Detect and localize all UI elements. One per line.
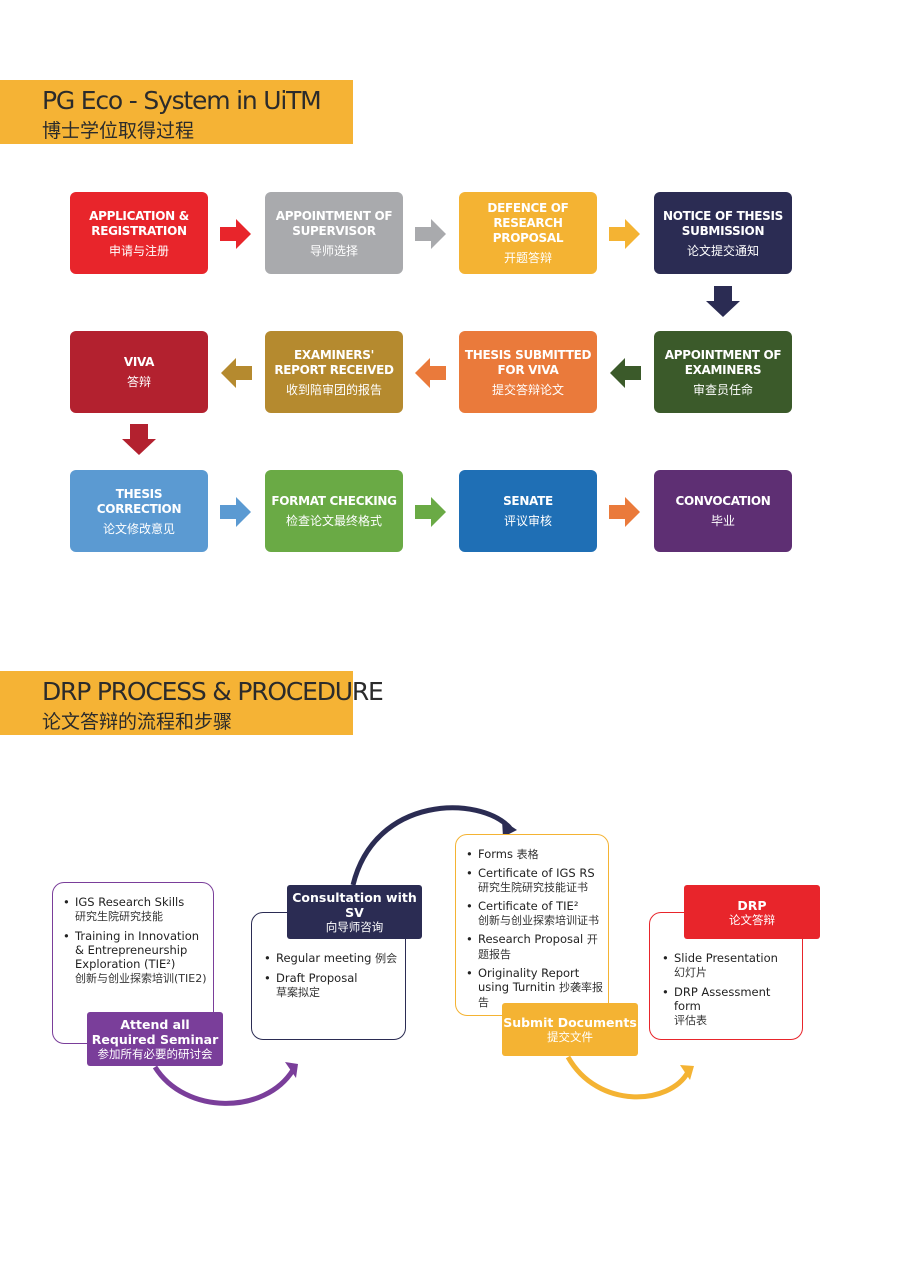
documents-panel: Forms 表格 Certificate of IGS RS研究生院研究技能证书… bbox=[455, 834, 609, 1016]
step-label: NOTICE OF THESIS SUBMISSION bbox=[662, 208, 784, 238]
seminar-label: Attend all Required Seminar 参加所有必要的研讨会 bbox=[87, 1012, 223, 1066]
arrow-right-icon bbox=[220, 497, 251, 527]
step-label: APPOINTMENT OF EXAMINERS bbox=[664, 347, 782, 377]
arrow-down-icon bbox=[706, 286, 740, 317]
step-label-zh: 开题答辩 bbox=[503, 251, 552, 265]
section1-title: PG Eco - System in UiTM bbox=[42, 86, 322, 115]
step-label: DEFENCE OF RESEARCH PROPOSAL bbox=[487, 201, 569, 245]
step-label: FORMAT CHECKING bbox=[271, 494, 397, 508]
curve-arrowhead-icon bbox=[680, 1065, 694, 1080]
drp-label: DRP 论文答辩 bbox=[684, 885, 820, 939]
section1-subtitle: 博士学位取得过程 bbox=[42, 120, 195, 142]
section1-banner: PG Eco - System in UiTM 博士学位取得过程 bbox=[0, 80, 353, 144]
step-format-checking: FORMAT CHECKING 检查论文最终格式 bbox=[265, 470, 403, 552]
step-label-zh: 审查员任命 bbox=[692, 382, 753, 397]
drp-connectors bbox=[152, 805, 694, 1106]
documents-item: Forms 表格 bbox=[464, 847, 604, 862]
seminar-item: Training in Innovation & Entrepreneurshi… bbox=[61, 929, 207, 986]
step-label-zh: 毕业 bbox=[710, 514, 735, 528]
section2-subtitle: 论文答辩的流程和步骤 bbox=[42, 711, 233, 733]
step-examiners: APPOINTMENT OF EXAMINERS 审查员任命 bbox=[654, 331, 792, 413]
step-examiners-report: EXAMINERS' REPORT RECEIVED 收到陪审团的报告 bbox=[265, 331, 403, 413]
step-label: APPLICATION & REGISTRATION bbox=[89, 208, 189, 238]
step-thesis-submitted: THESIS SUBMITTED FOR VIVA 提交答辩论文 bbox=[459, 331, 597, 413]
curve-arrow-yellow bbox=[565, 1055, 691, 1100]
arrow-left-icon bbox=[415, 358, 446, 388]
documents-item: Research Proposal 开题报告 bbox=[464, 932, 604, 962]
arrow-right-icon bbox=[220, 219, 251, 249]
arrow-right-icon bbox=[609, 497, 640, 527]
step-label-zh: 评议审核 bbox=[503, 514, 552, 528]
step-label: SENATE bbox=[503, 494, 553, 508]
step-defence: DEFENCE OF RESEARCH PROPOSAL 开题答辩 bbox=[459, 192, 597, 274]
step-label-zh: 提交答辩论文 bbox=[491, 382, 564, 397]
step-viva: VIVA 答辩 bbox=[70, 331, 208, 413]
curve-arrowhead-icon bbox=[285, 1062, 298, 1078]
step-label-zh: 答辩 bbox=[126, 375, 151, 389]
step-label: CONVOCATION bbox=[675, 494, 771, 508]
arrow-down-icon bbox=[122, 424, 156, 455]
step-label-zh: 检查论文最终格式 bbox=[285, 514, 382, 528]
consultation-item: Regular meeting 例会 bbox=[262, 951, 399, 966]
step-thesis-correction: THESIS CORRECTION 论文修改意见 bbox=[70, 470, 208, 552]
step-label-zh: 论文提交通知 bbox=[686, 243, 759, 258]
arrow-left-icon bbox=[221, 358, 252, 388]
step-label-zh: 收到陪审团的报告 bbox=[285, 382, 382, 397]
step-label-zh: 申请与注册 bbox=[108, 243, 169, 258]
step-label-zh: 论文修改意见 bbox=[102, 521, 175, 536]
step-label: APPOINTMENT OF SUPERVISOR bbox=[275, 208, 393, 238]
step-senate: SENATE 评议审核 bbox=[459, 470, 597, 552]
arrow-right-icon bbox=[415, 219, 446, 249]
curve-arrow-purple bbox=[152, 1065, 296, 1106]
section2-banner: DRP PROCESS & PROCEDURE 论文答辩的流程和步骤 bbox=[0, 671, 384, 735]
step-label-zh: 导师选择 bbox=[309, 243, 358, 258]
section2-title: DRP PROCESS & PROCEDURE bbox=[42, 677, 384, 706]
step-label: VIVA bbox=[123, 355, 155, 369]
consultation-label: Consultation with SV 向导师咨询 bbox=[287, 885, 422, 939]
step-label: THESIS CORRECTION bbox=[96, 486, 182, 516]
arrow-right-icon bbox=[415, 497, 446, 527]
step-label: THESIS SUBMITTED FOR VIVA bbox=[464, 347, 592, 377]
step-notice: NOTICE OF THESIS SUBMISSION 论文提交通知 bbox=[654, 192, 792, 274]
step-supervisor: APPOINTMENT OF SUPERVISOR 导师选择 bbox=[265, 192, 403, 274]
arrow-left-icon bbox=[610, 358, 641, 388]
step-label: EXAMINERS' REPORT RECEIVED bbox=[274, 347, 394, 377]
curve-arrow-navy bbox=[350, 805, 512, 886]
step-convocation: CONVOCATION 毕业 bbox=[654, 470, 792, 552]
arrow-right-icon bbox=[609, 219, 640, 249]
step-application: APPLICATION & REGISTRATION 申请与注册 bbox=[70, 192, 208, 274]
documents-label: Submit Documents 提交文件 bbox=[502, 1003, 638, 1056]
documents-item: Originality Report using Turnitin 抄袭率报告 bbox=[464, 966, 604, 1010]
curve-arrowhead-icon bbox=[502, 820, 517, 837]
